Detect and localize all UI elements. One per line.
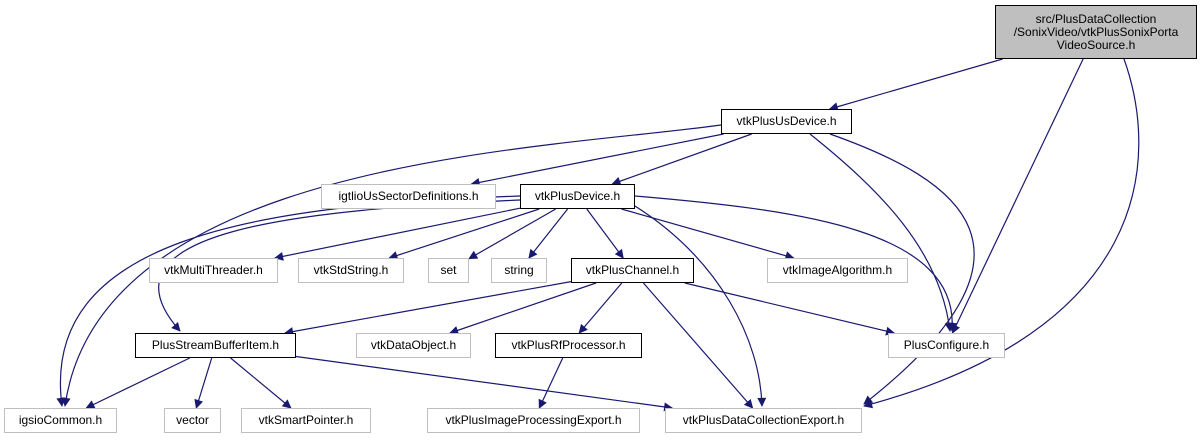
edge-plusdevice-to-stdstring [388, 208, 540, 260]
node-vtkimagealgorithm: vtkImageAlgorithm.h [767, 258, 908, 283]
edge-channel-to-dataobject [449, 282, 597, 335]
edge-streambufferitem-to-igsiocommon [85, 357, 190, 409]
node-string: string [491, 258, 547, 283]
edge-usdevice-to-plusconfigure [809, 133, 954, 332]
edge-plusdevice-to-datacollectionexport [634, 205, 767, 407]
node-vtksmartpointer: vtkSmartPointer.h [241, 408, 371, 433]
edge-plusdevice-to-plusconfigure [634, 195, 958, 332]
node-igtliousectordefinitions: igtlioUsSectorDefinitions.h [321, 184, 496, 209]
edge-rfprocessor-to-imageprocessingexport [538, 357, 564, 409]
edge-plusdevice-to-set [468, 208, 556, 260]
edge-plusdevice-to-multithreader [274, 207, 521, 261]
edge-usdevice-to-igtlio [470, 133, 724, 187]
node-vtkplusimageprocessingexport: vtkPlusImageProcessingExport.h [427, 408, 640, 433]
node-vtkpluschannel[interactable]: vtkPlusChannel.h [571, 258, 694, 283]
edge-channel-to-rfprocessor [578, 282, 623, 334]
edge-streambufferitem-to-smartpointer [230, 357, 292, 409]
edge-root-to-datacollectionexport [863, 58, 1140, 409]
edge-plusdevice-to-string [528, 208, 569, 259]
node-vtkmultithreader: vtkMultiThreader.h [149, 258, 278, 283]
node-vtkplususdevice[interactable]: vtkPlusUsDevice.h [721, 109, 852, 134]
edge-root-to-plusconfigure [951, 58, 1084, 334]
edge-streambufferitem-to-datacollectionexport [295, 355, 674, 412]
edge-root-to-usdevice [828, 58, 1003, 112]
node-vtkplusdatacollectionexport: vtkPlusDataCollectionExport.h [665, 408, 862, 433]
node-vtkplusdevice[interactable]: vtkPlusDevice.h [520, 184, 635, 209]
edge-usdevice-to-igsiocommon [61, 124, 722, 407]
node-vtkdataobject: vtkDataObject.h [356, 333, 471, 358]
edge-plusdevice-to-imagealgorithm [621, 208, 795, 261]
edge-channel-to-plusconfigure [684, 282, 896, 336]
edge-streambufferitem-to-vector [194, 357, 213, 409]
node-set: set [428, 258, 469, 283]
edge-plusdevice-to-channel [586, 208, 624, 259]
node-vtkplusrfprocessor[interactable]: vtkPlusRfProcessor.h [495, 333, 642, 358]
node-root-header: src/PlusDataCollection /SonixVideo/vtkPl… [995, 5, 1197, 59]
node-plusstreambufferitem[interactable]: PlusStreamBufferItem.h [135, 333, 296, 358]
edge-usdevice-to-plusdevice [611, 133, 752, 186]
node-vector: vector [164, 408, 221, 433]
edge-channel-to-streambufferitem [284, 281, 572, 336]
edge-plusdevice-to-igsiocommon [56, 195, 521, 407]
node-plusconfigure: PlusConfigure.h [888, 333, 1005, 358]
edge-channel-to-datacollectionexport [642, 282, 754, 409]
node-vtkstdstring: vtkStdString.h [298, 258, 404, 283]
node-igsiocommon: igsioCommon.h [4, 408, 117, 433]
